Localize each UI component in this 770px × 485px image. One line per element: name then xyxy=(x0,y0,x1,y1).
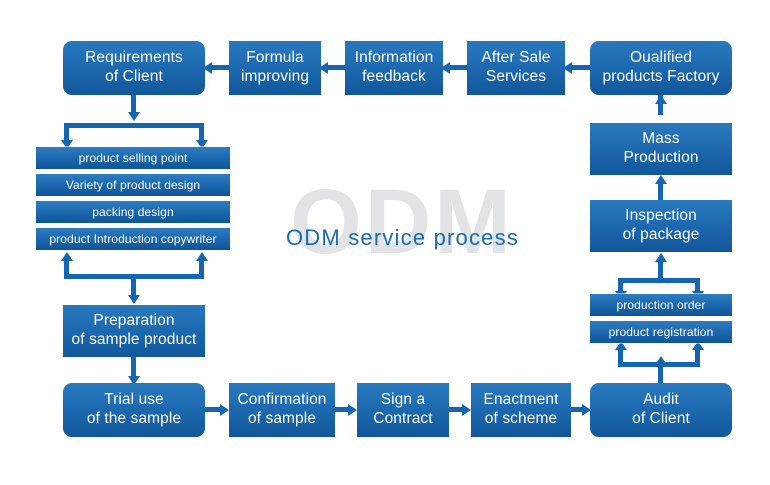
node-audit-of-client[interactable]: Audit of Client xyxy=(590,383,732,437)
list-item-product-selling-point[interactable]: product selling point xyxy=(36,147,230,169)
node-mass-production[interactable]: Mass Production xyxy=(590,123,732,175)
connector-merge-left-leg xyxy=(64,261,69,277)
node-line-2: Production xyxy=(623,149,699,166)
arrowhead-up xyxy=(692,341,704,350)
node-confirmation-of-sample[interactable]: Confirmation of sample xyxy=(229,383,335,437)
arrowhead-left xyxy=(441,62,450,74)
node-line-2: feedback xyxy=(362,68,426,85)
list-item-production-order[interactable]: production order xyxy=(590,294,732,316)
node-trial-use-of-the-sample[interactable]: Trial use of the sample xyxy=(63,383,205,437)
connector-preparation-to-trial xyxy=(131,357,136,377)
node-line-1: Mass xyxy=(642,130,680,148)
node-line-2: of Client xyxy=(632,410,690,427)
connector-audit-stem xyxy=(658,364,663,384)
node-line-1: Formula xyxy=(246,49,304,67)
arrowhead-up xyxy=(655,253,667,262)
arrowhead-up xyxy=(655,95,667,104)
arrowhead-left xyxy=(203,62,212,74)
node-inspection-of-package[interactable]: Inspection of package xyxy=(590,200,732,252)
node-line-1: Trial use xyxy=(104,391,164,409)
arrowhead-up xyxy=(655,175,667,184)
connector-aftersale-to-information xyxy=(449,65,469,70)
node-line-1: Preparation xyxy=(93,312,175,330)
node-line-2: improving xyxy=(240,68,310,85)
node-line-2: of Client xyxy=(105,68,163,85)
node-line-2: Contract xyxy=(373,410,433,427)
node-line-1: Requirements xyxy=(85,49,183,67)
node-line-2: of the sample xyxy=(86,410,182,427)
node-qualified-products-factory[interactable]: Oualified products Factory xyxy=(590,41,732,95)
node-line-2: of sample xyxy=(247,410,317,427)
connector-audit-left-leg xyxy=(618,350,623,365)
connector-right-split-right-leg xyxy=(695,278,700,292)
connector-requirements-split-bar xyxy=(64,123,204,128)
connector-confirmation-to-sign xyxy=(335,407,349,412)
watermark-odm: ODM xyxy=(290,171,514,273)
node-preparation-of-sample-product[interactable]: Preparation of sample product xyxy=(63,305,205,357)
connector-right-split-left-leg xyxy=(618,278,623,292)
node-line-1: After Sale xyxy=(481,49,551,67)
arrowhead-down xyxy=(196,140,208,149)
connector-enactment-to-audit xyxy=(571,407,583,412)
node-line-1: Sign a xyxy=(380,391,426,409)
connector-inspection-to-mass-production xyxy=(658,184,663,202)
list-item-packing-design[interactable]: packing design xyxy=(36,201,230,223)
arrowhead-right xyxy=(348,404,357,416)
arrowhead-up xyxy=(61,252,73,261)
node-enactment-of-scheme[interactable]: Enactment of scheme xyxy=(471,383,571,437)
arrowhead-right xyxy=(462,404,471,416)
connector-factory-to-aftersale xyxy=(571,65,593,70)
arrowhead-up xyxy=(615,341,627,350)
list-item-label: product selling point xyxy=(78,150,188,165)
arrowhead-down xyxy=(128,112,140,121)
arrowhead-down xyxy=(61,140,73,149)
connector-split-right-leg xyxy=(199,123,204,141)
list-item-variety-of-product-design[interactable]: Variety of product design xyxy=(36,174,230,196)
node-line-1: Oualified xyxy=(629,49,693,67)
node-line-2: products Factory xyxy=(602,68,720,85)
arrowhead-right xyxy=(582,404,591,416)
node-line-1: Audit xyxy=(643,391,679,409)
node-line-2: of sample product xyxy=(71,331,197,348)
node-line-2: of scheme xyxy=(484,410,558,427)
connector-information-to-formula xyxy=(327,65,347,70)
connector-formula-to-requirements xyxy=(211,65,231,70)
arrowhead-up xyxy=(196,252,208,261)
arrowhead-right xyxy=(220,404,229,416)
node-sign-a-contract[interactable]: Sign a Contract xyxy=(357,383,449,437)
connector-sign-to-enactment xyxy=(449,407,463,412)
list-item-label: product registration xyxy=(608,324,714,339)
arrowhead-left xyxy=(563,62,572,74)
list-item-label: product Introduction copywriter xyxy=(49,231,217,246)
connector-split-left-leg xyxy=(64,123,69,141)
connector-trial-to-confirmation xyxy=(205,407,221,412)
arrowhead-left xyxy=(319,62,328,74)
arrowhead-down xyxy=(128,376,140,385)
node-line-1: Confirmation xyxy=(237,391,327,409)
connector-factory-to-mass-production xyxy=(658,95,663,115)
connector-requirements-stem xyxy=(131,95,136,113)
node-formula-improving[interactable]: Formula improving xyxy=(229,41,321,95)
list-item-product-introduction-copywriter[interactable]: product Introduction copywriter xyxy=(36,228,230,250)
node-after-sale-services[interactable]: After Sale Services xyxy=(467,41,565,95)
list-item-product-registration[interactable]: product registration xyxy=(590,321,732,343)
connector-merge-to-preparation xyxy=(131,274,136,296)
node-line-1: Inspection xyxy=(625,207,697,225)
node-line-2: Services xyxy=(485,68,547,85)
node-line-1: Information xyxy=(354,49,434,67)
list-item-label: production order xyxy=(616,297,706,312)
list-item-label: Variety of product design xyxy=(65,177,201,192)
node-line-1: Enactment xyxy=(483,391,559,409)
connector-right-split-bar xyxy=(618,278,700,283)
arrowhead-down xyxy=(128,295,140,304)
connector-right-merge-stem xyxy=(658,262,663,282)
connector-merge-right-leg xyxy=(199,261,204,277)
diagram-title: ODM service process xyxy=(285,225,520,250)
list-item-label: packing design xyxy=(92,204,174,219)
connector-audit-right-leg xyxy=(695,350,700,365)
node-information-feedback[interactable]: Information feedback xyxy=(345,41,443,95)
arrowhead-up xyxy=(655,356,667,365)
node-line-2: of package xyxy=(622,226,700,243)
node-requirements-of-client[interactable]: Requirements of Client xyxy=(63,41,205,95)
